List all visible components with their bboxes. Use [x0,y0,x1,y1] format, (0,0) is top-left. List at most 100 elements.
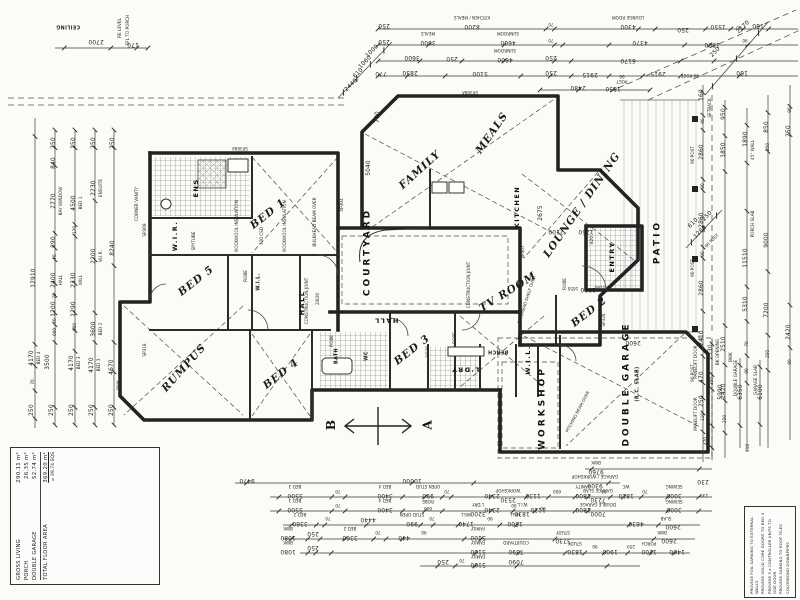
dim-label: 9470 [239,476,255,483]
room-label-ens: ENS [191,178,200,198]
dim-tick [722,398,728,404]
dim-tick [404,73,410,79]
annotation-label: 70 [325,516,331,522]
dim-tick [665,508,671,514]
dim-tick [700,395,706,401]
annotation-label: 170 [71,226,77,234]
dim-tick [313,522,319,528]
dim-tick [703,26,709,32]
dim-tick [52,422,58,428]
dim-tick [52,145,58,151]
dim-tick [671,550,677,556]
dim-tick [585,494,591,500]
dim-tick [523,494,529,500]
dim-tick [400,494,406,500]
dim-label: 10000 [402,476,422,483]
dim-label: 6350 [738,384,745,400]
dim-tick [572,494,578,500]
area-label: TOTAL FLOOR AREA [43,524,49,580]
dim-tick [510,508,516,514]
room-label-wil-2: W.I.L. [523,345,532,375]
dim-label: 990 [406,519,418,526]
annotation-label: 70 [548,38,554,44]
dim-tick [92,404,98,410]
dim-label: 3500 [45,354,52,370]
dim-tick [400,508,406,514]
dim-tick [72,127,78,133]
dim-tick [472,563,478,569]
dim-tick [111,145,117,151]
annotation-label: XP304 [338,198,344,212]
dim-tick [700,187,706,194]
annotation-label: FAMILY [470,554,486,560]
annotation-label: 250 [764,350,770,358]
dim-label: 1740 [458,519,474,526]
dim-label: 7590 [508,547,524,554]
dim-tick [92,339,98,345]
dim-tick [537,87,543,93]
dim-label: 1080 [280,547,296,554]
dim-tick [709,445,715,451]
annotation-label: W.I.R. [97,250,103,262]
dim-label: 1200 [641,547,657,554]
dim-tick [92,198,98,204]
dim-tick [765,148,771,155]
dim-label: 250 [545,68,557,75]
dim-label: 2915 [582,70,598,77]
dim-label: 250 [71,137,78,149]
dim-label: 990 [422,491,434,498]
dim-label: 2700 [88,37,104,44]
dim-tick [737,362,743,368]
dim-label: 8240 [110,240,117,256]
dim-tick [700,244,706,250]
dim-label: 250 [545,53,557,60]
dim-label: 1200 [51,301,58,317]
dim-tick [52,322,58,328]
dim-label: 2600 [625,338,641,345]
construction-notes: PROVIDE FOIL SARKING TO EXTERNAL WALLS P… [744,506,796,598]
dim-tick [409,480,415,486]
dim-label: 5310 [743,296,750,312]
dim-label: 840 [51,157,58,169]
dim-tick [552,536,558,542]
dim-tick [551,58,557,64]
dim-tick [757,421,763,428]
dim-label: 160 [699,89,706,101]
interior-walls [149,156,561,449]
note-line: PROVIDE SOLID CORE DOORS TO BED 3 [760,512,765,594]
dim-tick [52,245,58,251]
dim-label: 1250 [578,227,594,234]
dim-tick [61,45,67,51]
dim-label: 250 [378,37,390,44]
dim-tick [501,58,507,64]
dim-tick [765,367,771,373]
annotation-label: 45° WALL [749,139,755,161]
dim-tick [422,508,428,514]
floor-area-table: GROSS LIVING 290.11 m² PORCH 26.35 m² DO… [10,447,160,585]
area-value: 26.35 m² [24,452,30,479]
annotation-label: BED 2 [97,322,103,336]
dim-tick [111,263,117,269]
dim-tick [329,494,335,500]
dim-tick [532,508,538,514]
dim-tick [648,550,654,556]
dim-tick [737,422,743,429]
annotation-label: 90 [592,544,598,550]
dim-tick [435,563,441,569]
annotation-label: ENSUITE [97,179,103,197]
annotation-label: 70 [444,489,450,495]
annotation-label: BWK [283,526,293,532]
annotation-label: SPYTUBE [190,231,196,251]
annotation-label: HALL [509,512,521,518]
annotation-label: SETBACK [706,98,712,118]
dim-tick [722,133,728,139]
dim-label: 2830 [402,68,418,75]
dim-tick [757,364,763,370]
annotation-label: 2/820 [314,292,320,306]
dim-tick [626,522,632,528]
dim-tick [371,536,377,542]
area-value: 369.20 m² [43,452,49,483]
dim-tick [342,536,348,542]
dim-label: 770 [375,111,382,123]
dim-tick [562,550,568,556]
